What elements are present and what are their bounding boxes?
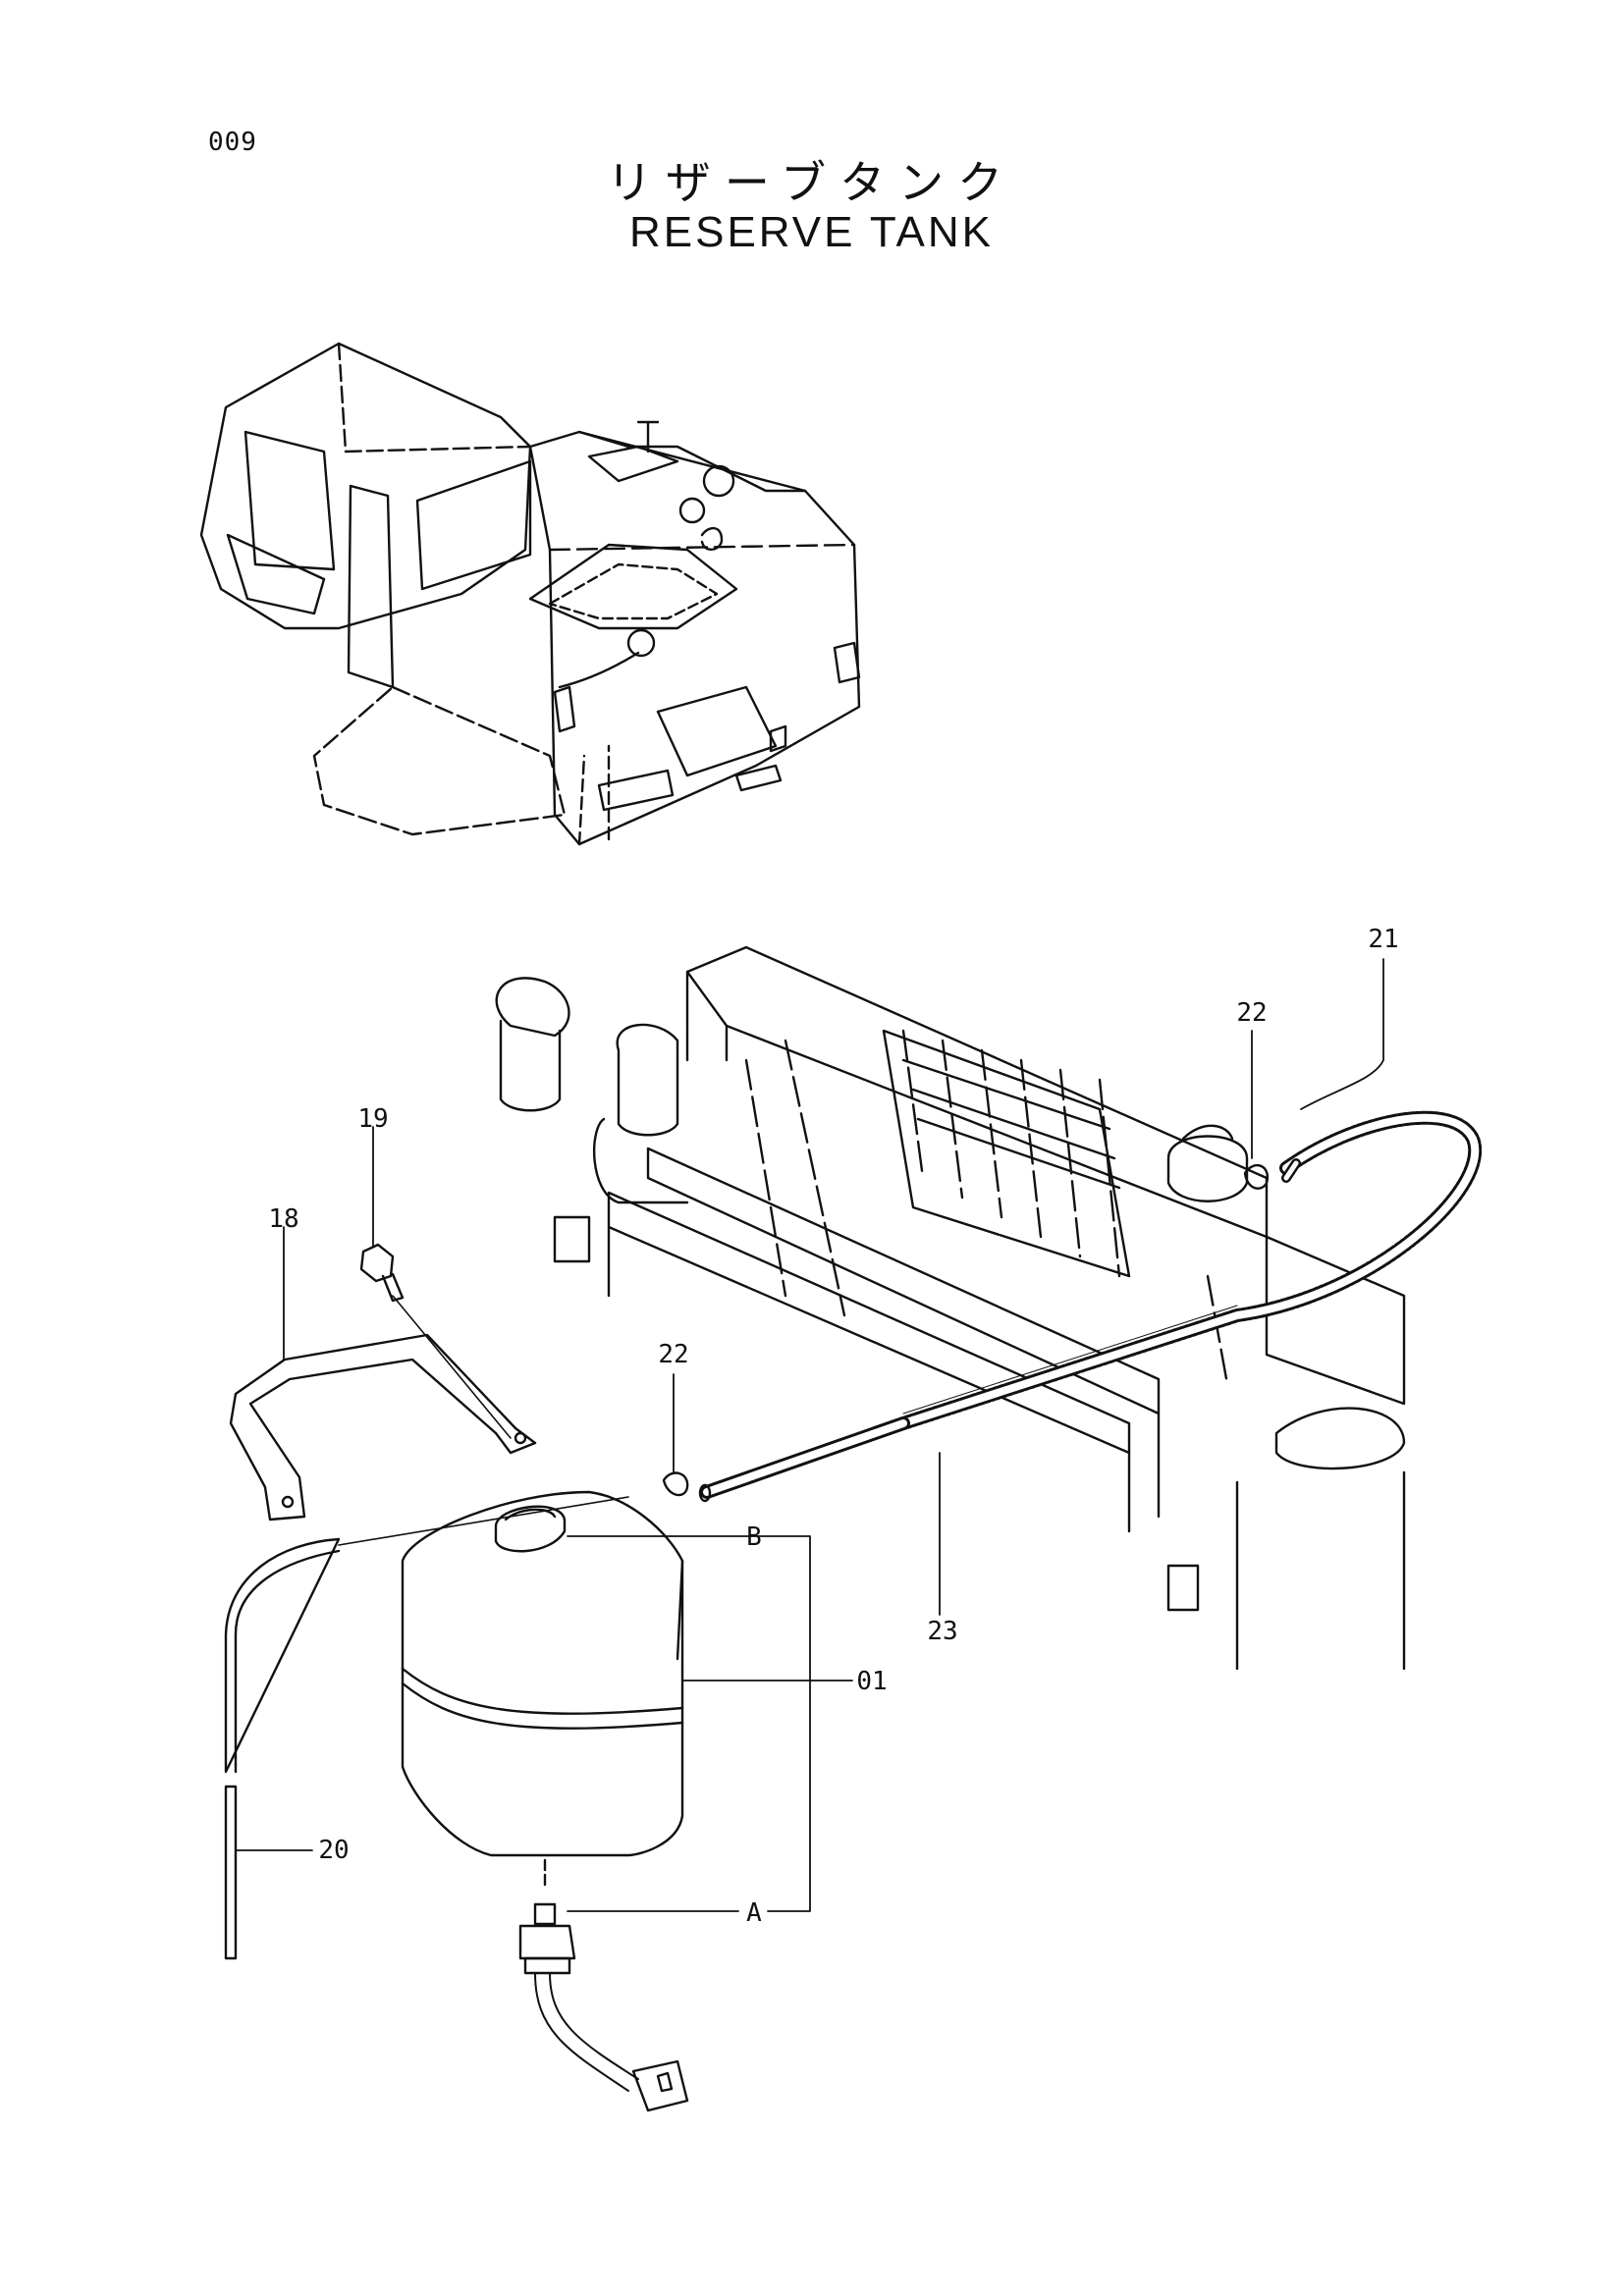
leader-lines — [235, 958, 1384, 1912]
callout-22-upper: 22 — [1236, 998, 1267, 1028]
reserve-tank-01 — [401, 1490, 684, 1892]
callout-21: 21 — [1368, 925, 1398, 954]
hose-clamp-22-upper — [1243, 1163, 1270, 1190]
overflow-hose-20 — [224, 1537, 341, 1774]
tank-bracket-18 — [229, 1333, 537, 1522]
level-switch — [518, 1902, 689, 2112]
corrugated-tube-23 — [902, 1305, 1238, 1415]
callout-b: B — [746, 1522, 762, 1552]
callout-20: 20 — [318, 1836, 349, 1865]
callout-19: 19 — [357, 1104, 388, 1134]
callout-23: 23 — [927, 1617, 957, 1646]
coolant-hose-21 — [896, 1110, 1483, 1430]
excavator-overview — [199, 342, 861, 846]
callout-01: 01 — [856, 1667, 887, 1696]
hose-end — [698, 1483, 712, 1503]
callout-a: A — [746, 1898, 762, 1928]
radiator-assembly — [495, 945, 1406, 1671]
hose-clamp-22-lower — [662, 1471, 689, 1497]
title-english: RESERVE TANK — [628, 208, 994, 256]
title-japanese: リザーブタンク — [606, 156, 1017, 209]
callout-22-lower: 22 — [658, 1340, 688, 1369]
page-number: 009 — [208, 128, 257, 157]
connector — [631, 2059, 689, 2112]
callout-18: 18 — [268, 1204, 298, 1234]
bolt-19 — [359, 1243, 405, 1303]
